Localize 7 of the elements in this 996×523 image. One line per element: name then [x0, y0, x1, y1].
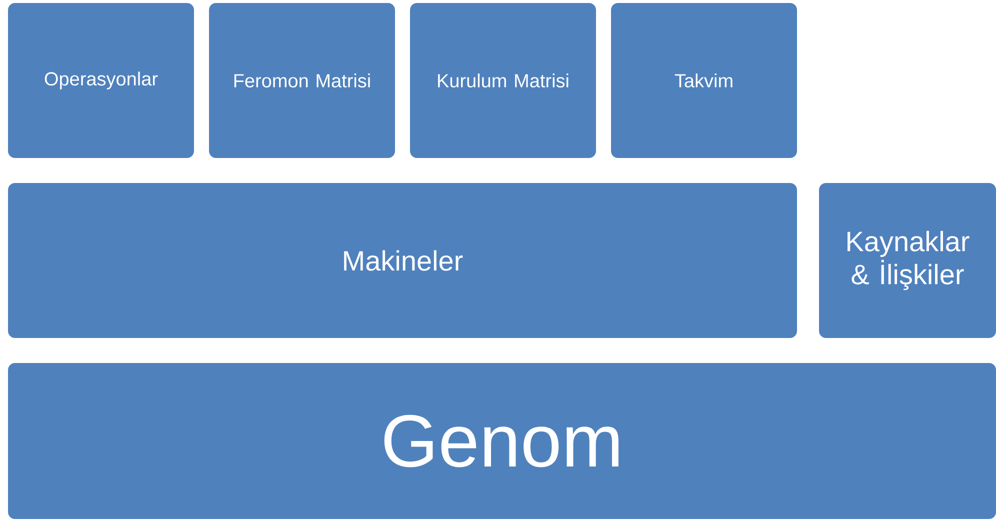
block-box: Feromon Matrisi	[209, 3, 395, 158]
block-box: Kaynaklar & İlişkiler	[819, 183, 996, 338]
block-box: Takvim	[611, 3, 797, 158]
block-box: Operasyonlar	[8, 3, 194, 158]
block-box: Makineler	[8, 183, 797, 338]
block-box: Genom	[8, 363, 996, 519]
block-box: Kurulum Matrisi	[410, 3, 596, 158]
